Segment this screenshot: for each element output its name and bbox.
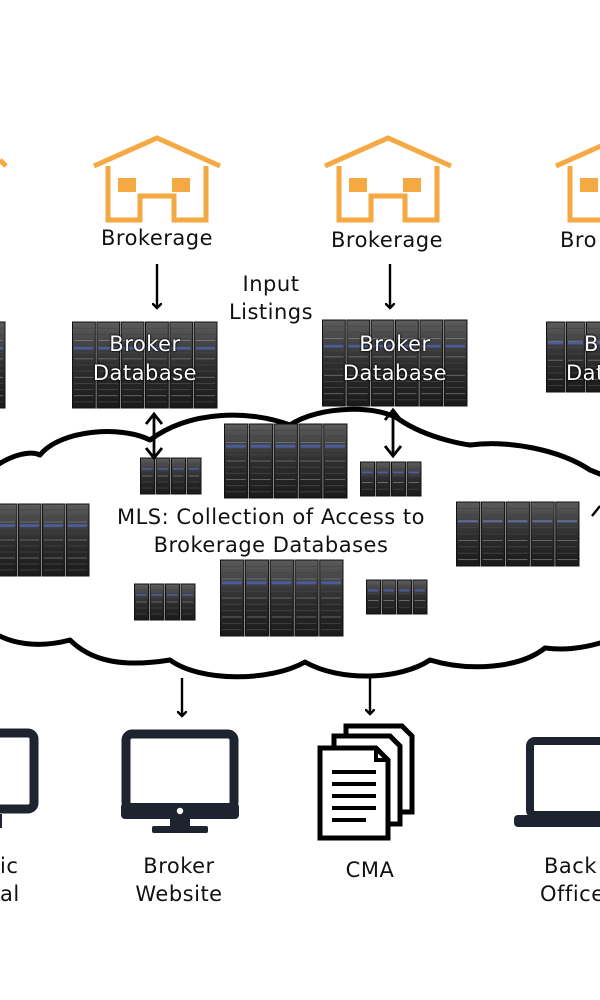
server-rack-icon: [360, 461, 422, 497]
db-line2: Database: [92, 361, 198, 385]
mls-line1: MLS: Collection of Access to: [116, 505, 425, 529]
server-rack-icon: [134, 583, 196, 621]
laptop-icon: [514, 737, 600, 827]
server-rack-icon: [72, 321, 218, 409]
server-rack-icon: [546, 321, 600, 393]
db-line2: Database: [342, 361, 448, 385]
mls-label: MLS: Collection of Access to Brokerage D…: [96, 503, 446, 559]
output-label: Broker Website: [114, 852, 244, 908]
documents-icon: [317, 723, 415, 841]
house-icon: [0, 158, 8, 168]
broker-database-label: Broker Database: [72, 330, 218, 388]
server-rack-icon: [366, 579, 428, 615]
monitor-icon: [121, 729, 239, 833]
monitor-icon: [0, 728, 39, 828]
arrow-icon: [383, 407, 403, 459]
arrow-icon: [591, 505, 600, 517]
server-rack-icon: [224, 423, 348, 499]
mls-line2: Brokerage Databases: [153, 533, 389, 557]
output-line2: al: [0, 882, 20, 906]
output-line2: Website: [135, 882, 223, 906]
house-icon: [554, 143, 600, 223]
brokerage-label: Brokerage: [330, 228, 443, 252]
brokerage-label: Brokerage: [100, 226, 213, 250]
db-line1: Broker: [109, 332, 181, 356]
broker-database-label: Broker Database: [322, 330, 468, 388]
server-rack-icon: [456, 501, 580, 567]
db-line1: Broker: [359, 332, 431, 356]
input-listings-line2: Listings: [228, 300, 314, 324]
brokerage-label: Bro: [560, 228, 597, 252]
server-rack-icon: [0, 503, 90, 577]
house-icon: [323, 135, 453, 223]
broker-database-label: B Dat: [566, 330, 600, 388]
server-rack-icon: [220, 559, 344, 637]
output-label: ic al: [0, 852, 20, 908]
arrow-icon: [144, 411, 164, 461]
server-rack-icon: [322, 319, 468, 407]
server-rack-icon: [0, 321, 6, 409]
input-listings-label: Input Listings: [216, 270, 326, 326]
output-line1: Back: [544, 854, 597, 878]
db-line1: B: [584, 332, 599, 356]
server-rack-icon: [140, 457, 202, 495]
db-line2: Dat: [566, 361, 600, 385]
input-listings-line1: Input: [242, 272, 300, 296]
output-line1: CMA: [345, 858, 395, 882]
output-line1: ic: [0, 854, 19, 878]
output-label: Back Office: [540, 852, 600, 908]
house-icon: [92, 135, 222, 223]
output-label: CMA: [320, 856, 420, 884]
output-line2: Office: [540, 882, 600, 906]
output-line1: Broker: [143, 854, 215, 878]
